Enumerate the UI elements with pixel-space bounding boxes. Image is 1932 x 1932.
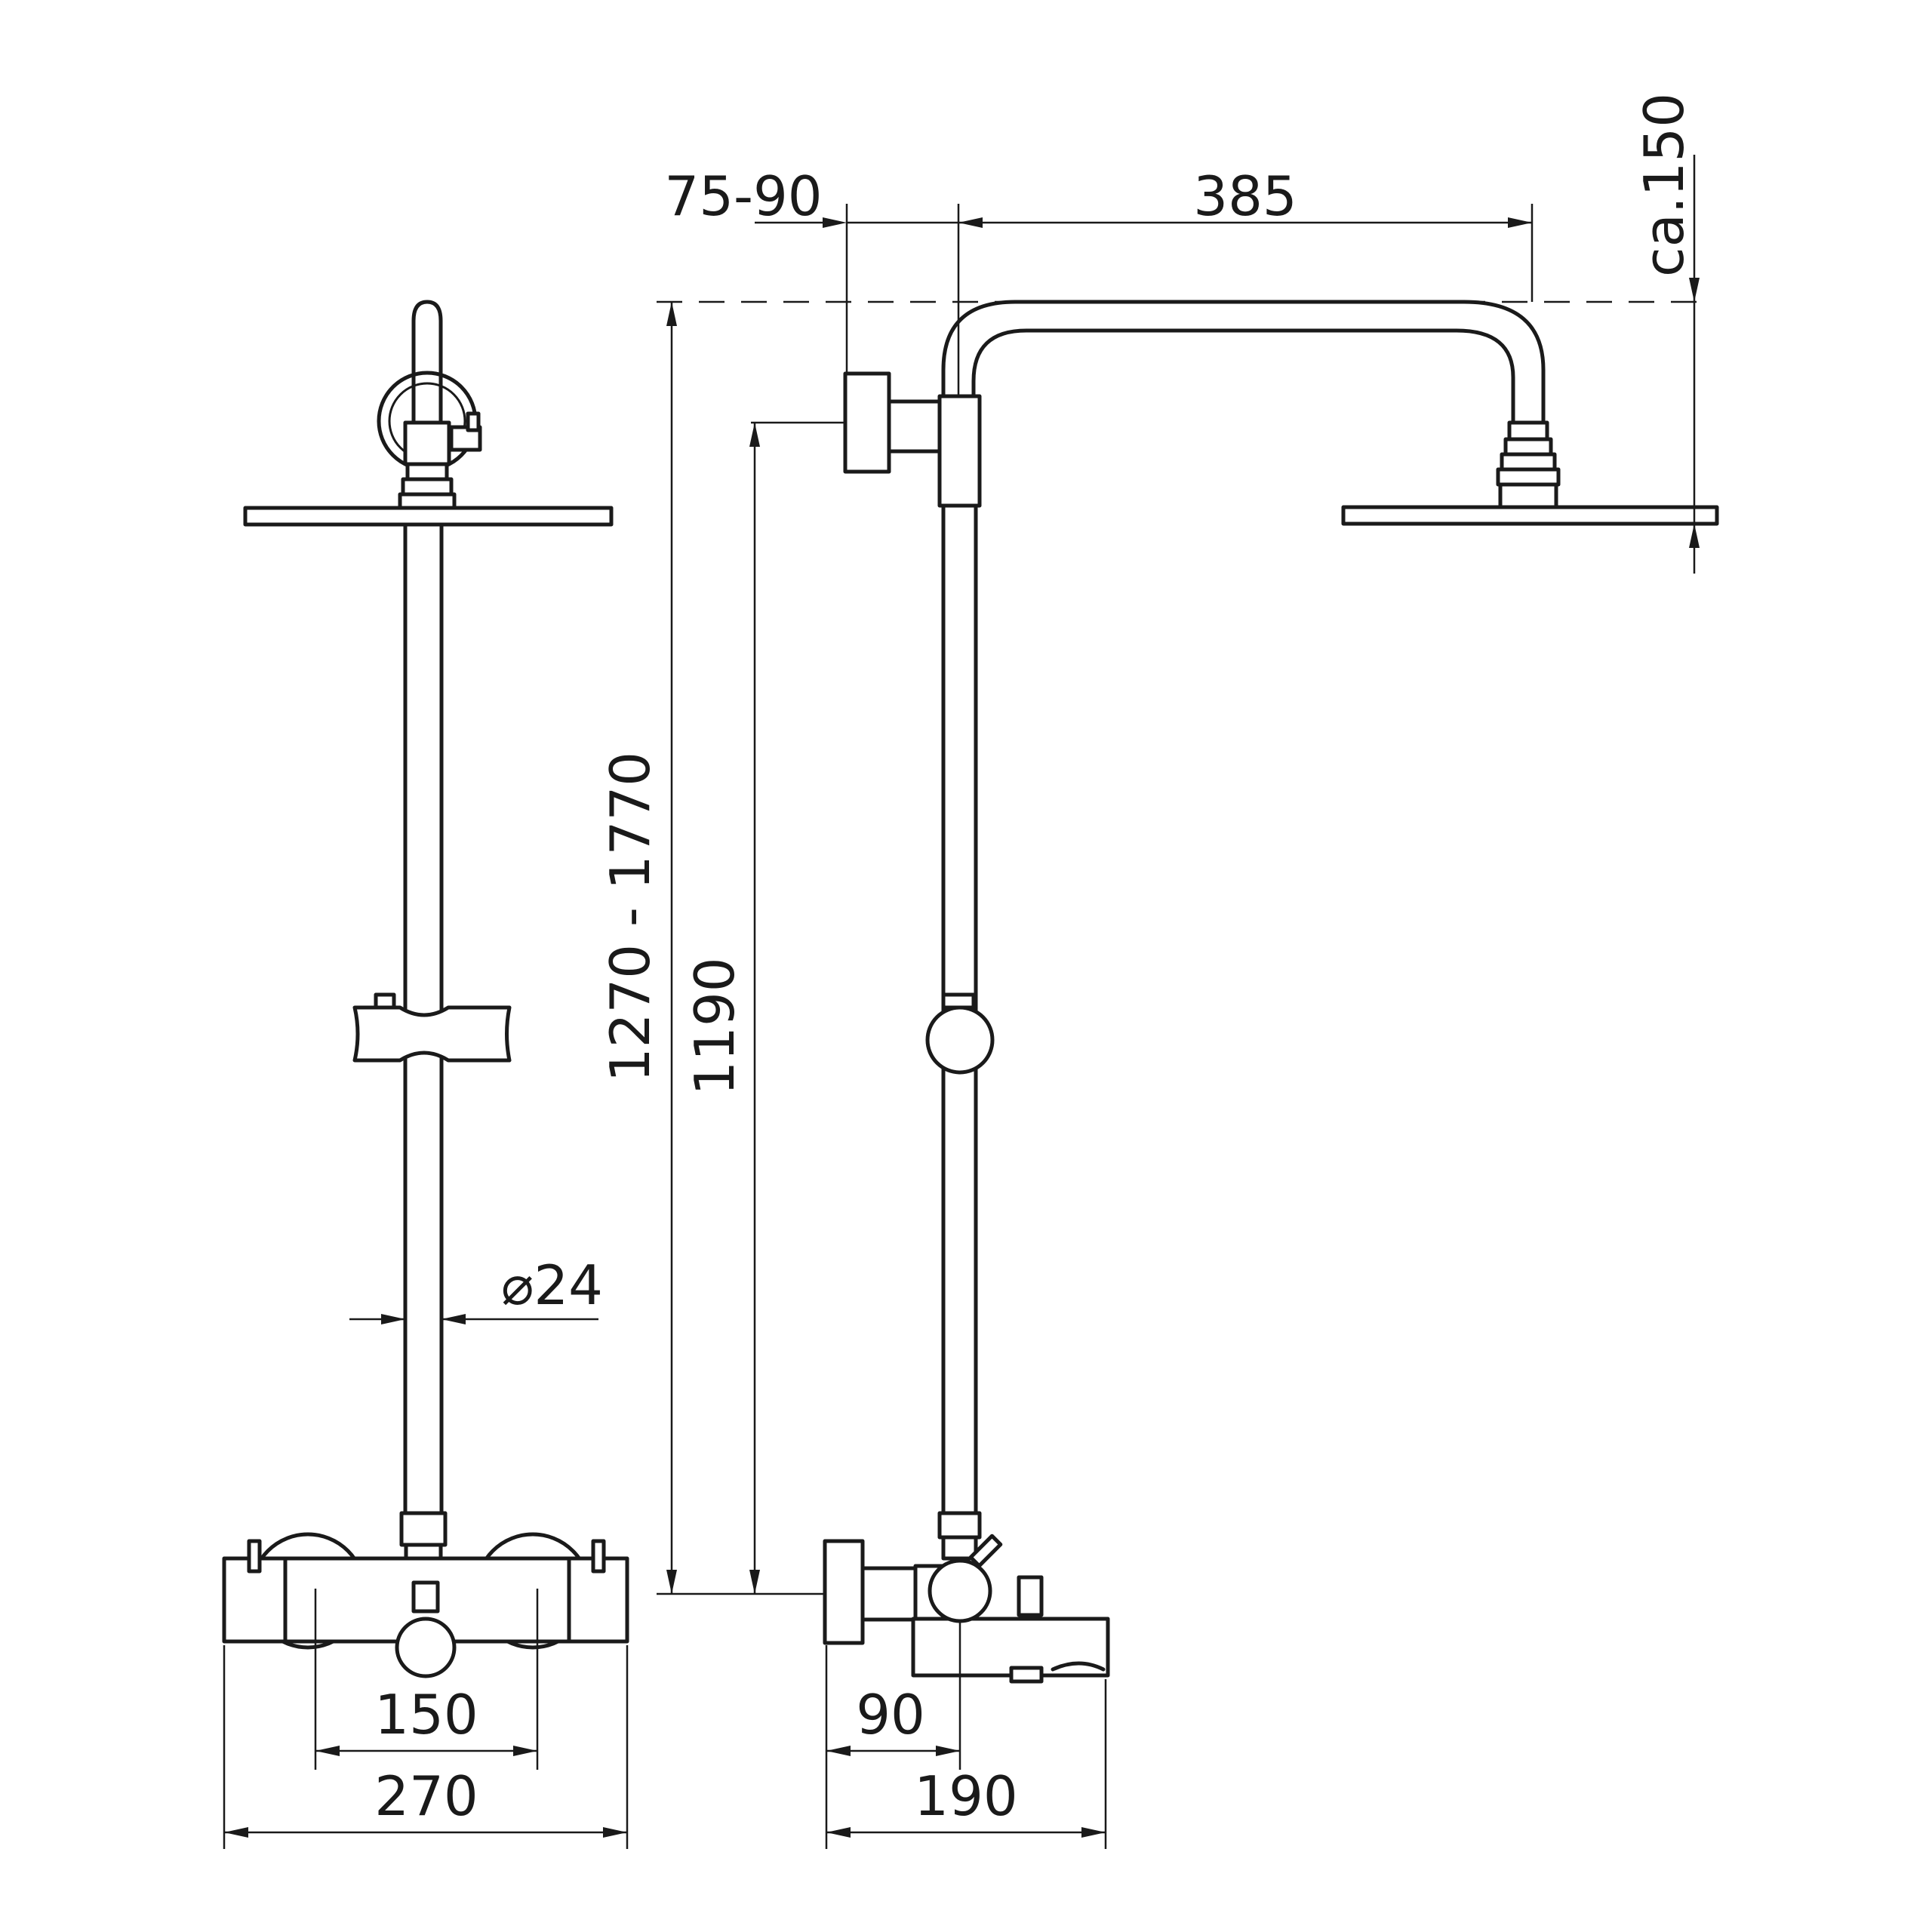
dim-diameter-arrow-right	[441, 1314, 466, 1324]
dim-75-90-label: 75-90	[664, 165, 822, 228]
dim-height-range-arrow-bottom	[666, 1570, 677, 1594]
side-connection-block	[860, 1566, 919, 1622]
dim-ca150-arrow-top	[1689, 278, 1700, 302]
dim-diameter-arrow-left	[381, 1314, 405, 1324]
side-shower-arm-outer	[941, 300, 1546, 425]
side-slider-knob	[925, 1005, 995, 1075]
side-upper-collar	[937, 394, 982, 508]
dim-1190-lines	[751, 421, 845, 1594]
dim-height-range-lines	[657, 302, 825, 1595]
dim-ca150-arrow-bottom	[1689, 524, 1700, 548]
front-left-pin	[247, 1539, 262, 1574]
dim-190-arrow-right	[1081, 1827, 1106, 1838]
side-angled-pin	[968, 1534, 1003, 1568]
side-top-cap	[1017, 1575, 1044, 1617]
front-head-nut-3	[398, 492, 457, 510]
dim-90-arrow-left	[826, 1746, 851, 1756]
dim-1190-label: 1190	[683, 957, 746, 1095]
front-joint-knob-cap	[466, 411, 481, 432]
side-shower-arm-inner	[971, 328, 1515, 425]
dim-270-label: 270	[374, 1764, 478, 1828]
side-outlet-round	[928, 1558, 992, 1623]
dim-height-range-label: 1270 - 1770	[598, 752, 662, 1082]
front-head-nut-1	[405, 462, 449, 481]
dim-385-lines	[958, 204, 1534, 302]
dim-385-arrow	[1508, 217, 1532, 228]
dim-190-arrow-left	[826, 1827, 851, 1838]
dim-ca150-label: ca.150	[1632, 93, 1696, 277]
front-swivel-joint	[403, 420, 451, 466]
side-upper-wall-flange	[843, 371, 891, 474]
front-lower-coupling	[399, 1511, 448, 1547]
dim-270-lines	[223, 1645, 629, 1849]
dim-1190-arrow-top	[749, 423, 760, 447]
dim-150-arrow-left	[315, 1746, 340, 1756]
dim-90-arrow-right	[936, 1746, 960, 1756]
front-shower-head	[243, 506, 614, 527]
front-head-nut-2	[401, 477, 454, 497]
front-view: ⌀24 150 270	[222, 300, 629, 1849]
side-spout-tab	[1009, 1666, 1044, 1684]
side-slider-lock	[941, 992, 976, 1010]
dim-75-90-lines	[845, 204, 960, 396]
front-outlet-round	[395, 1617, 457, 1678]
dim-150-label: 150	[374, 1683, 478, 1746]
dim-90-label: 90	[856, 1683, 925, 1746]
dim-150-lines	[314, 1589, 539, 1770]
dim-75-90-arrow	[823, 217, 847, 228]
dim-270-arrow-right	[603, 1827, 627, 1838]
side-view: 75-90 385 ca.150 1270 - 1770 1190 90 190	[598, 93, 1719, 1849]
side-head-nut-4	[1496, 467, 1561, 487]
front-slider	[352, 1005, 512, 1063]
dim-190-lines	[826, 1679, 1107, 1849]
dim-diameter-label: ⌀24	[501, 1254, 603, 1317]
side-spout-curve	[1051, 1661, 1106, 1672]
side-head-nut-1	[1507, 420, 1549, 441]
dim-150-arrow-right	[513, 1746, 537, 1756]
side-lower-wall-flange	[823, 1539, 865, 1645]
side-thermostat-body	[911, 1617, 1110, 1678]
dim-1190-arrow-bottom	[749, 1570, 760, 1594]
dim-height-range-arrow-top	[666, 302, 677, 326]
front-slider-lock	[374, 992, 396, 1010]
side-head-nut-3	[1500, 452, 1557, 472]
dim-190-label: 190	[914, 1764, 1017, 1828]
front-right-pin	[591, 1539, 606, 1574]
side-lower-coupling	[937, 1511, 982, 1540]
side-head-nut-5	[1498, 482, 1558, 509]
dim-270-arrow-left	[224, 1827, 248, 1838]
side-head-nut-2	[1503, 437, 1553, 457]
front-head-neck	[411, 300, 443, 441]
front-outlet-stub	[411, 1580, 440, 1614]
dim-385-label: 385	[1193, 165, 1297, 228]
side-shower-head	[1341, 505, 1719, 526]
